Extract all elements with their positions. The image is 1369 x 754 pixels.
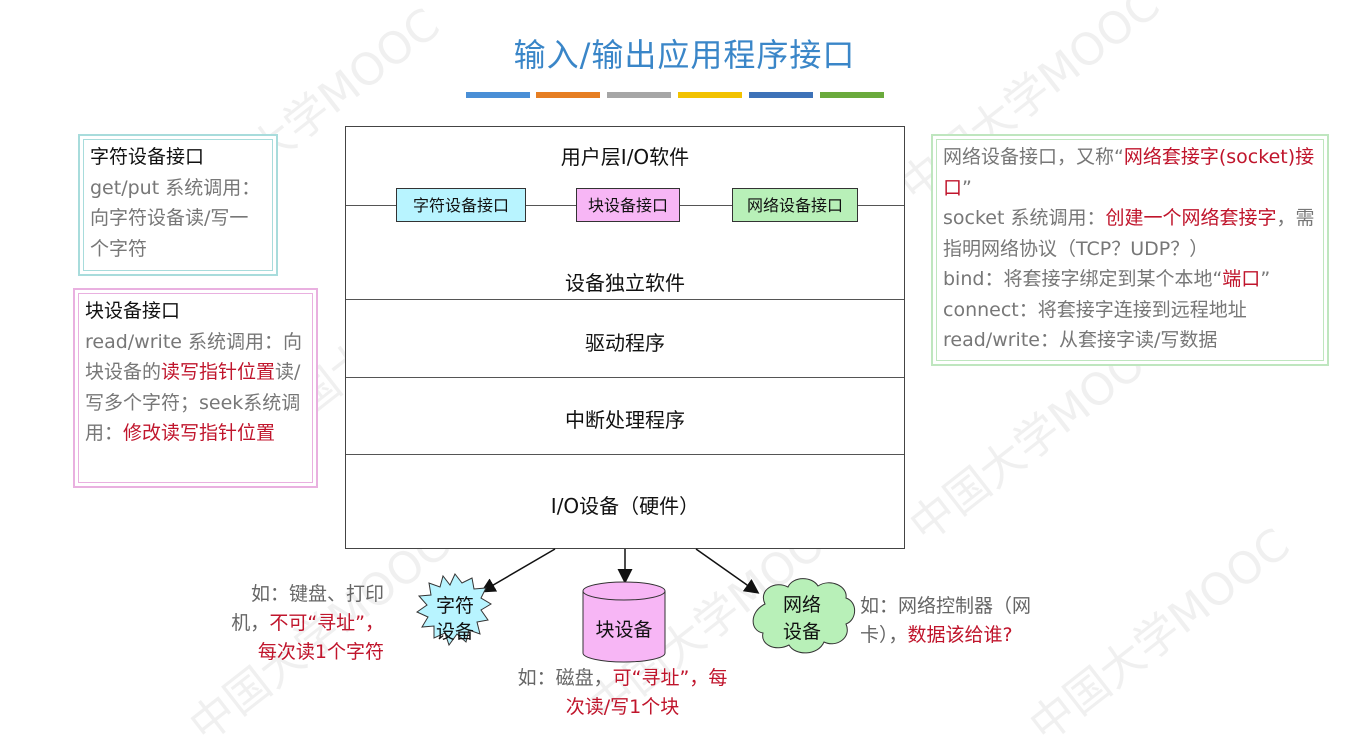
net-interface-box: 网络设备接口 — [732, 188, 858, 222]
independent-layer-label: 设备独立软件 — [565, 271, 685, 295]
note-para-2: socket 系统调用：创建一个网络套接字，需指明网络协议（TCP？UDP？） — [943, 207, 1315, 260]
note-heading: 字符设备接口 — [90, 146, 205, 168]
accent-bar — [820, 92, 884, 98]
arrow-to-net-device — [695, 548, 760, 594]
note-para-1: 网络设备接口，又称“网络套接字(socket)接口” — [943, 146, 1315, 199]
accent-bar — [749, 92, 813, 98]
char-interface-box: 字符设备接口 — [396, 188, 526, 222]
hardware-layer: I/O设备（硬件） — [346, 454, 904, 549]
block-device-top — [582, 581, 666, 601]
accent-bar — [466, 92, 530, 98]
net-interface-note: 网络设备接口，又称“网络套接字(socket)接口” socket 系统调用：创… — [931, 134, 1329, 366]
net-device-label: 网络设备 — [783, 594, 821, 643]
note-body: get/put 系统调用：向字符设备读/写一个字符 — [90, 176, 261, 260]
block-device-shape — [582, 591, 666, 663]
note-para-4: connect：将套接字连接到远程地址 — [943, 298, 1247, 321]
user-layer-label: 用户层I/O软件 — [560, 145, 690, 169]
note-body: read/write 系统调用：向块设备的读写指针位置读/写多个字符；seek系… — [85, 330, 302, 445]
char-device-shape — [415, 573, 492, 647]
arrow-to-char-device — [480, 548, 556, 593]
accent-bar — [536, 92, 600, 98]
note-heading: 块设备接口 — [85, 300, 181, 322]
block-device-caption: 如：磁盘，可“寻址”，每次读/写1个块 — [517, 667, 728, 718]
block-device-label: 块设备 — [595, 619, 652, 641]
net-device-shape — [752, 578, 856, 654]
net-device-caption: 如：网络控制器（网卡），数据该给谁? — [860, 595, 1032, 646]
note-para-5: read/write：从套接字读/写数据 — [943, 329, 1218, 351]
note-para-3: bind：将套接字绑定到某个本地“端口” — [943, 268, 1271, 290]
interrupt-layer-label: 中断处理程序 — [565, 408, 685, 432]
interrupt-layer: 中断处理程序 — [346, 377, 904, 455]
char-interface-note: 字符设备接口 get/put 系统调用：向字符设备读/写一个字符 — [78, 134, 278, 276]
hardware-layer-label: I/O设备（硬件） — [550, 494, 700, 518]
block-interface-note: 块设备接口 read/write 系统调用：向块设备的读写指针位置读/写多个字符… — [73, 288, 318, 488]
char-device-label: 字符设备 — [436, 595, 474, 643]
page-title: 输入/输出应用程序接口 — [513, 36, 856, 74]
block-interface-box: 块设备接口 — [576, 188, 680, 222]
io-software-stack: 用户层I/O软件 字符设备接口 块设备接口 网络设备接口 设备独立软件 驱动程序… — [345, 126, 905, 549]
device-diagram: 字符设备 块设备 网络设备 — [415, 548, 856, 663]
driver-layer: 驱动程序 — [346, 299, 904, 378]
char-device-caption: 如：键盘、打印机，不可“寻址”，每次读1个字符 — [231, 583, 384, 663]
accent-bar — [607, 92, 671, 98]
accent-bar — [678, 92, 742, 98]
user-layer: 用户层I/O软件 字符设备接口 块设备接口 网络设备接口 设备独立软件 — [346, 127, 904, 299]
driver-layer-label: 驱动程序 — [585, 331, 665, 355]
